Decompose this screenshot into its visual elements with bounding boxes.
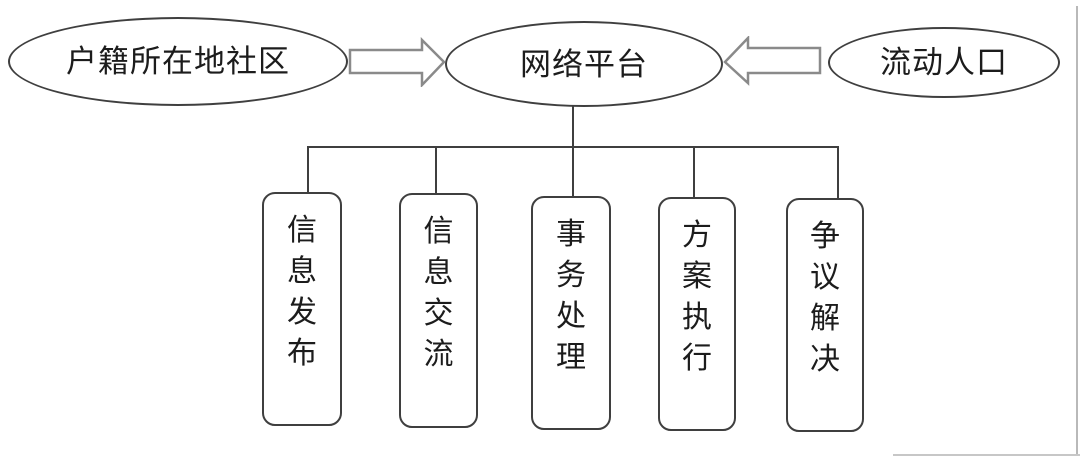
household-community-label: 户籍所在地社区 [66, 44, 290, 79]
page-edge-right-line [1076, 6, 1078, 454]
floating-population-label: 流动人口 [880, 45, 1008, 80]
box-plan-execution: 方案执行 [658, 197, 736, 431]
connector-horizontal-bar [307, 146, 839, 148]
connector-platform-trunk [572, 105, 574, 197]
information-exchange-label: 信息交流 [423, 215, 454, 371]
connector-stub-dispute-resolution [837, 146, 839, 199]
connector-stub-info-exchange [435, 146, 437, 194]
connector-stub-plan-execution [693, 146, 695, 198]
box-information-release: 信息发布 [262, 192, 342, 426]
page-edge-bottom-line [893, 454, 1080, 456]
box-transaction-handling: 事务处理 [531, 196, 611, 430]
information-release-label: 信息发布 [287, 214, 317, 370]
box-information-exchange: 信息交流 [399, 193, 478, 428]
connector-stub-info-release [307, 146, 309, 193]
block-arrow-left-icon [723, 36, 822, 86]
ellipse-network-platform: 网络平台 [445, 21, 723, 107]
ellipse-floating-population: 流动人口 [828, 27, 1060, 98]
box-dispute-resolution: 争议解决 [786, 198, 864, 432]
transaction-handling-label: 事务处理 [556, 218, 586, 374]
dispute-resolution-label: 争议解决 [810, 220, 840, 376]
plan-execution-label: 方案执行 [682, 219, 712, 375]
network-platform-label: 网络平台 [520, 46, 648, 82]
block-arrow-right-icon [348, 37, 446, 87]
ellipse-household-community: 户籍所在地社区 [8, 17, 348, 106]
